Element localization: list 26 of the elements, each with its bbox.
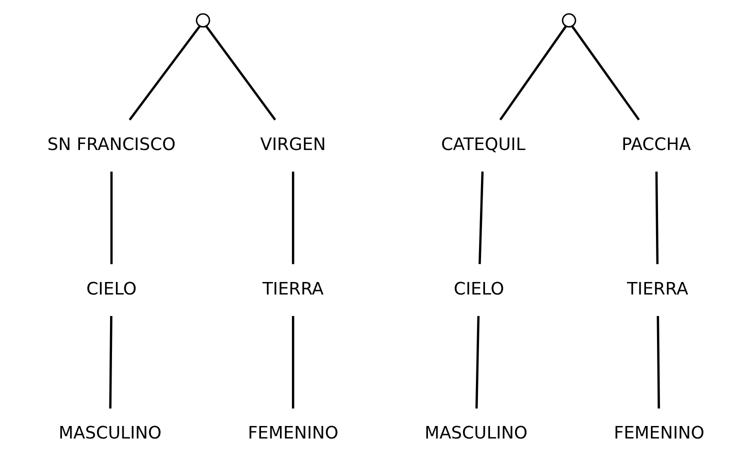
node-text: MASCULINO xyxy=(58,424,162,444)
connector xyxy=(292,316,294,408)
node-circle xyxy=(562,13,576,28)
connector xyxy=(128,26,200,120)
node-circle xyxy=(196,13,210,28)
node-text: PACCHA xyxy=(622,134,691,155)
connector xyxy=(571,26,640,120)
node-text: TIERRA xyxy=(627,279,688,300)
node-text: VIRGEN xyxy=(260,134,326,155)
connector xyxy=(110,172,113,264)
connector xyxy=(206,26,276,120)
connector xyxy=(292,172,294,264)
node-text: SN FRANCISCO xyxy=(47,134,176,155)
node-text: CIELO xyxy=(454,279,504,300)
connector xyxy=(109,316,112,409)
connector xyxy=(499,26,567,120)
connector xyxy=(655,172,659,264)
node-text: CIELO xyxy=(86,279,137,300)
node-text: FEMENINO xyxy=(248,424,338,444)
connector xyxy=(475,316,480,409)
node-text: TIERRA xyxy=(262,279,324,300)
node-text: MASCULINO xyxy=(424,424,528,444)
node-text: FEMENINO xyxy=(614,424,704,444)
node-text: CATEQUIL xyxy=(441,134,526,155)
connector xyxy=(656,316,660,409)
connector xyxy=(478,172,484,264)
